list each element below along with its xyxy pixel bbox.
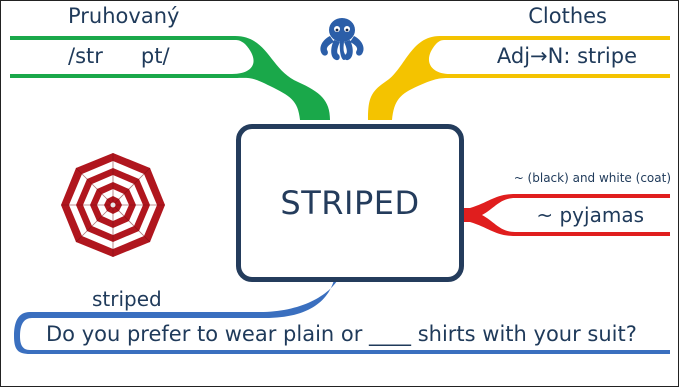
example-answer: striped — [92, 287, 162, 311]
striped-umbrella-icon — [58, 150, 168, 264]
branch-category — [368, 36, 670, 120]
branch-example — [14, 276, 670, 354]
example-sentence: Do you prefer to wear plain or ____ shir… — [46, 322, 637, 346]
pronunciation-start: /str — [68, 44, 103, 68]
collocation-hint: ~ (black) and white (coat) — [513, 171, 671, 185]
pronunciation: /str pt/ — [68, 44, 170, 68]
center-word-box: STRIPED — [236, 124, 464, 282]
branch-translation — [10, 36, 330, 120]
category-title: Clothes — [528, 4, 607, 28]
translation-title: Pruhovaný — [68, 4, 180, 28]
pronunciation-end: pt/ — [140, 44, 170, 68]
center-word: STRIPED — [280, 184, 420, 222]
collocation-detail: ~ pyjamas — [536, 203, 644, 227]
category-detail: Adj→N: stripe — [496, 44, 637, 68]
octopus-icon — [314, 14, 370, 70]
